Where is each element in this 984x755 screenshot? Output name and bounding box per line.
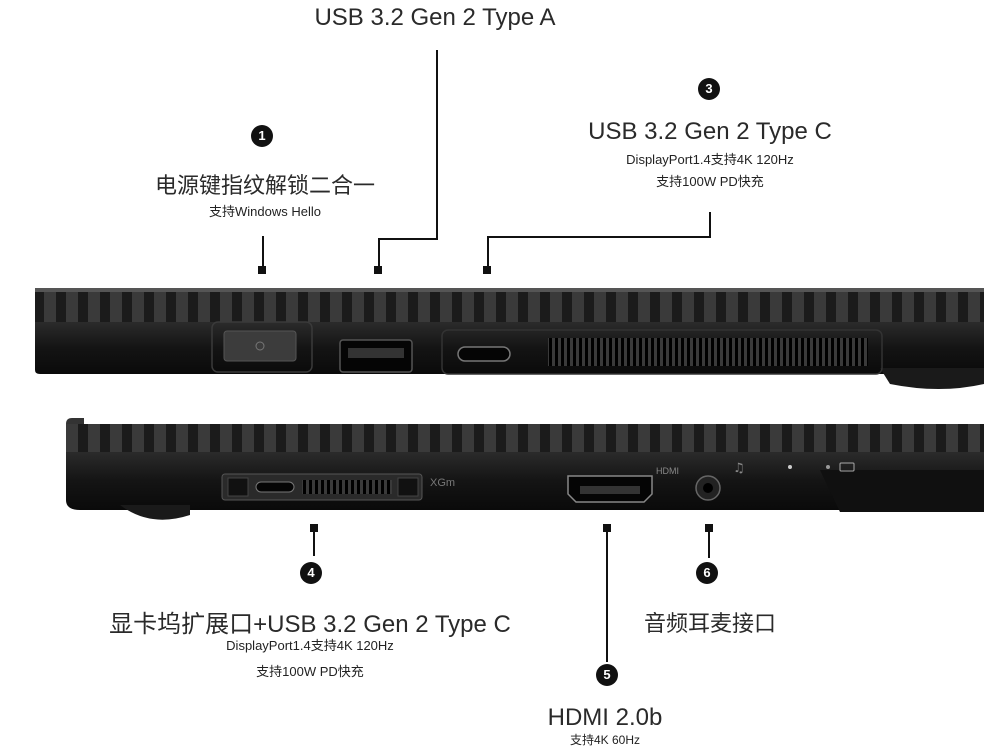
- status-led-1: [788, 465, 792, 469]
- power-button-shape: [223, 330, 297, 362]
- power-glyph: [255, 341, 265, 351]
- usb-c-port-shape: [457, 346, 511, 362]
- xgm-pins: [302, 480, 392, 494]
- usb-a-title: USB 3.2 Gen 2 Type A: [314, 4, 556, 31]
- bottom-foot: [120, 505, 190, 520]
- audio-jack-hole: [703, 483, 713, 493]
- right-port-recess: [441, 329, 883, 375]
- laptop-left-side: XGm HDMI ♫: [66, 418, 984, 520]
- laptop-right-side: [35, 288, 984, 389]
- usb-a-leader-drop: [378, 238, 380, 266]
- xgm-badge: 4: [300, 562, 322, 584]
- xgm-leader: [313, 532, 315, 556]
- usb-c-badge: 3: [698, 78, 720, 100]
- hdmi-engraving: HDMI: [656, 466, 679, 476]
- power-badge: 1: [251, 125, 273, 147]
- usb-a-leader-horizontal: [378, 238, 438, 240]
- usb-a-marker: [374, 266, 382, 274]
- top-foot: [880, 368, 984, 389]
- headset-icon: ♫: [733, 461, 745, 476]
- bottom-hinge-cap: [66, 418, 84, 424]
- xgm-subtitle-2: 支持100W PD快充: [256, 664, 364, 679]
- power-subtitle: 支持Windows Hello: [209, 204, 321, 219]
- bottom-right-vent-area: [820, 470, 984, 512]
- power-recess: [211, 321, 313, 373]
- usb-c-subtitle-2: 支持100W PD快充: [656, 174, 764, 189]
- usb-c-leader-drop: [487, 236, 489, 266]
- hdmi-tongue: [580, 486, 640, 494]
- xgm-subtitle-1: DisplayPort1.4支持4K 120Hz: [226, 638, 394, 653]
- power-title: 电源键指纹解锁二合一: [154, 173, 375, 198]
- hdmi-title: HDMI 2.0b: [547, 704, 663, 731]
- top-ribbed-edge: [35, 290, 984, 326]
- hdmi-subtitle: 支持4K 60Hz: [569, 733, 641, 747]
- audio-title: 音频耳麦接口: [643, 611, 776, 636]
- usb-c-leader-horizontal: [487, 236, 711, 238]
- usb-a-tongue: [348, 348, 404, 358]
- power-leader: [262, 236, 264, 266]
- status-led-2: [826, 465, 830, 469]
- usb-a-leader-vertical: [436, 50, 438, 240]
- usb-c-leader-vertical: [709, 212, 711, 238]
- power-marker: [258, 266, 266, 274]
- battery-icon: [839, 462, 855, 472]
- hdmi-badge: 5: [596, 664, 618, 686]
- xgm-engraving: XGm: [430, 477, 455, 489]
- audio-badge: 6: [696, 562, 718, 584]
- audio-leader: [708, 532, 710, 558]
- hdmi-leader: [606, 532, 608, 662]
- top-edge-highlight: [35, 288, 984, 292]
- side-vents: [548, 338, 868, 366]
- usb-c-subtitle-1: DisplayPort1.4支持4K 120Hz: [626, 152, 794, 167]
- xgm-marker: [310, 524, 318, 532]
- usb-c-title: USB 3.2 Gen 2 Type C: [588, 118, 832, 145]
- xgm-usb-c: [255, 481, 295, 493]
- hdmi-marker: [603, 524, 611, 532]
- audio-marker: [705, 524, 713, 532]
- xgm-cap-right: [397, 477, 419, 497]
- xgm-cap-left: [227, 477, 249, 497]
- xgm-title: 显卡坞扩展口+USB 3.2 Gen 2 Type C: [109, 611, 511, 638]
- usb-c-marker: [483, 266, 491, 274]
- bottom-ribbed-edge: [66, 424, 984, 454]
